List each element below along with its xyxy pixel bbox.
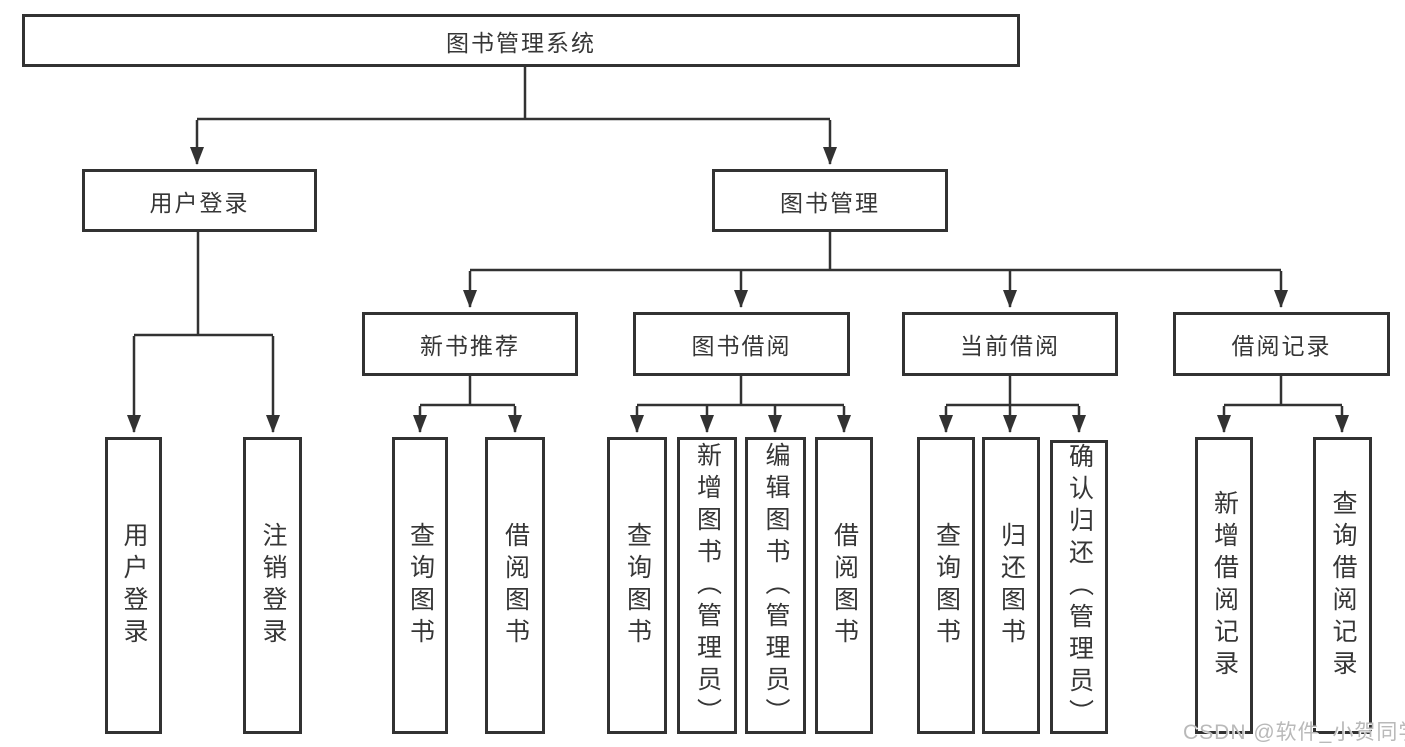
- leaf-edit-books-admin-label: 编辑图书（管理员）: [762, 441, 790, 730]
- node-library-system: 图书管理系统: [22, 14, 1020, 67]
- node-book-borrowing: 图书借阅: [633, 312, 850, 376]
- leaf-return-books-label: 归还图书: [997, 521, 1026, 650]
- node-book-management: 图书管理: [712, 169, 948, 232]
- leaf-user-login: 用户登录: [105, 437, 162, 734]
- leaf-confirm-return-admin: 确认归还（管理员）: [1050, 440, 1108, 734]
- leaf-borrow-borrow-books: 借阅图书: [815, 437, 873, 734]
- leaf-edit-books-admin: 编辑图书（管理员）: [745, 437, 806, 734]
- node-user-login: 用户登录: [82, 169, 317, 232]
- node-library-system-label: 图书管理系统: [446, 29, 596, 56]
- leaf-confirm-return-admin-label: 确认归还（管理员）: [1065, 443, 1094, 731]
- node-new-book-recommend: 新书推荐: [362, 312, 578, 376]
- csdn-watermark: CSDN @软件_小贺同学: [1183, 721, 1405, 744]
- leaf-add-books-admin: 新增图书（管理员）: [677, 437, 737, 734]
- leaf-query-borrow-record: 查询借阅记录: [1313, 437, 1372, 734]
- leaf-newbook-query-books-label: 查询图书: [406, 521, 435, 650]
- leaf-newbook-borrow-books: 借阅图书: [485, 437, 545, 734]
- node-new-book-recommend-label: 新书推荐: [420, 333, 520, 359]
- node-borrowing-records: 借阅记录: [1173, 312, 1390, 376]
- leaf-add-books-admin-label: 新增图书（管理员）: [693, 441, 722, 730]
- leaf-current-query-books: 查询图书: [917, 437, 975, 734]
- node-current-borrowing-label: 当前借阅: [960, 333, 1060, 359]
- leaf-logout: 注销登录: [243, 437, 302, 734]
- leaf-borrow-query-books-label: 查询图书: [623, 521, 652, 650]
- leaf-add-borrow-record: 新增借阅记录: [1195, 437, 1253, 734]
- node-user-login-label: 用户登录: [149, 189, 250, 216]
- leaf-return-books: 归还图书: [982, 437, 1040, 734]
- leaf-add-borrow-record-label: 新增借阅记录: [1210, 489, 1239, 682]
- leaf-current-query-books-label: 查询图书: [932, 521, 961, 650]
- node-current-borrowing: 当前借阅: [902, 312, 1118, 376]
- node-book-management-label: 图书管理: [780, 189, 880, 216]
- leaf-query-borrow-record-label: 查询借阅记录: [1329, 489, 1357, 682]
- leaf-borrow-borrow-books-label: 借阅图书: [830, 521, 859, 650]
- leaf-logout-label: 注销登录: [259, 521, 287, 650]
- leaf-borrow-query-books: 查询图书: [607, 437, 667, 734]
- leaf-newbook-query-books: 查询图书: [392, 437, 448, 734]
- node-book-borrowing-label: 图书借阅: [691, 333, 792, 359]
- node-borrowing-records-label: 借阅记录: [1231, 333, 1332, 359]
- leaf-newbook-borrow-books-label: 借阅图书: [501, 521, 530, 650]
- leaf-user-login-label: 用户登录: [120, 521, 148, 650]
